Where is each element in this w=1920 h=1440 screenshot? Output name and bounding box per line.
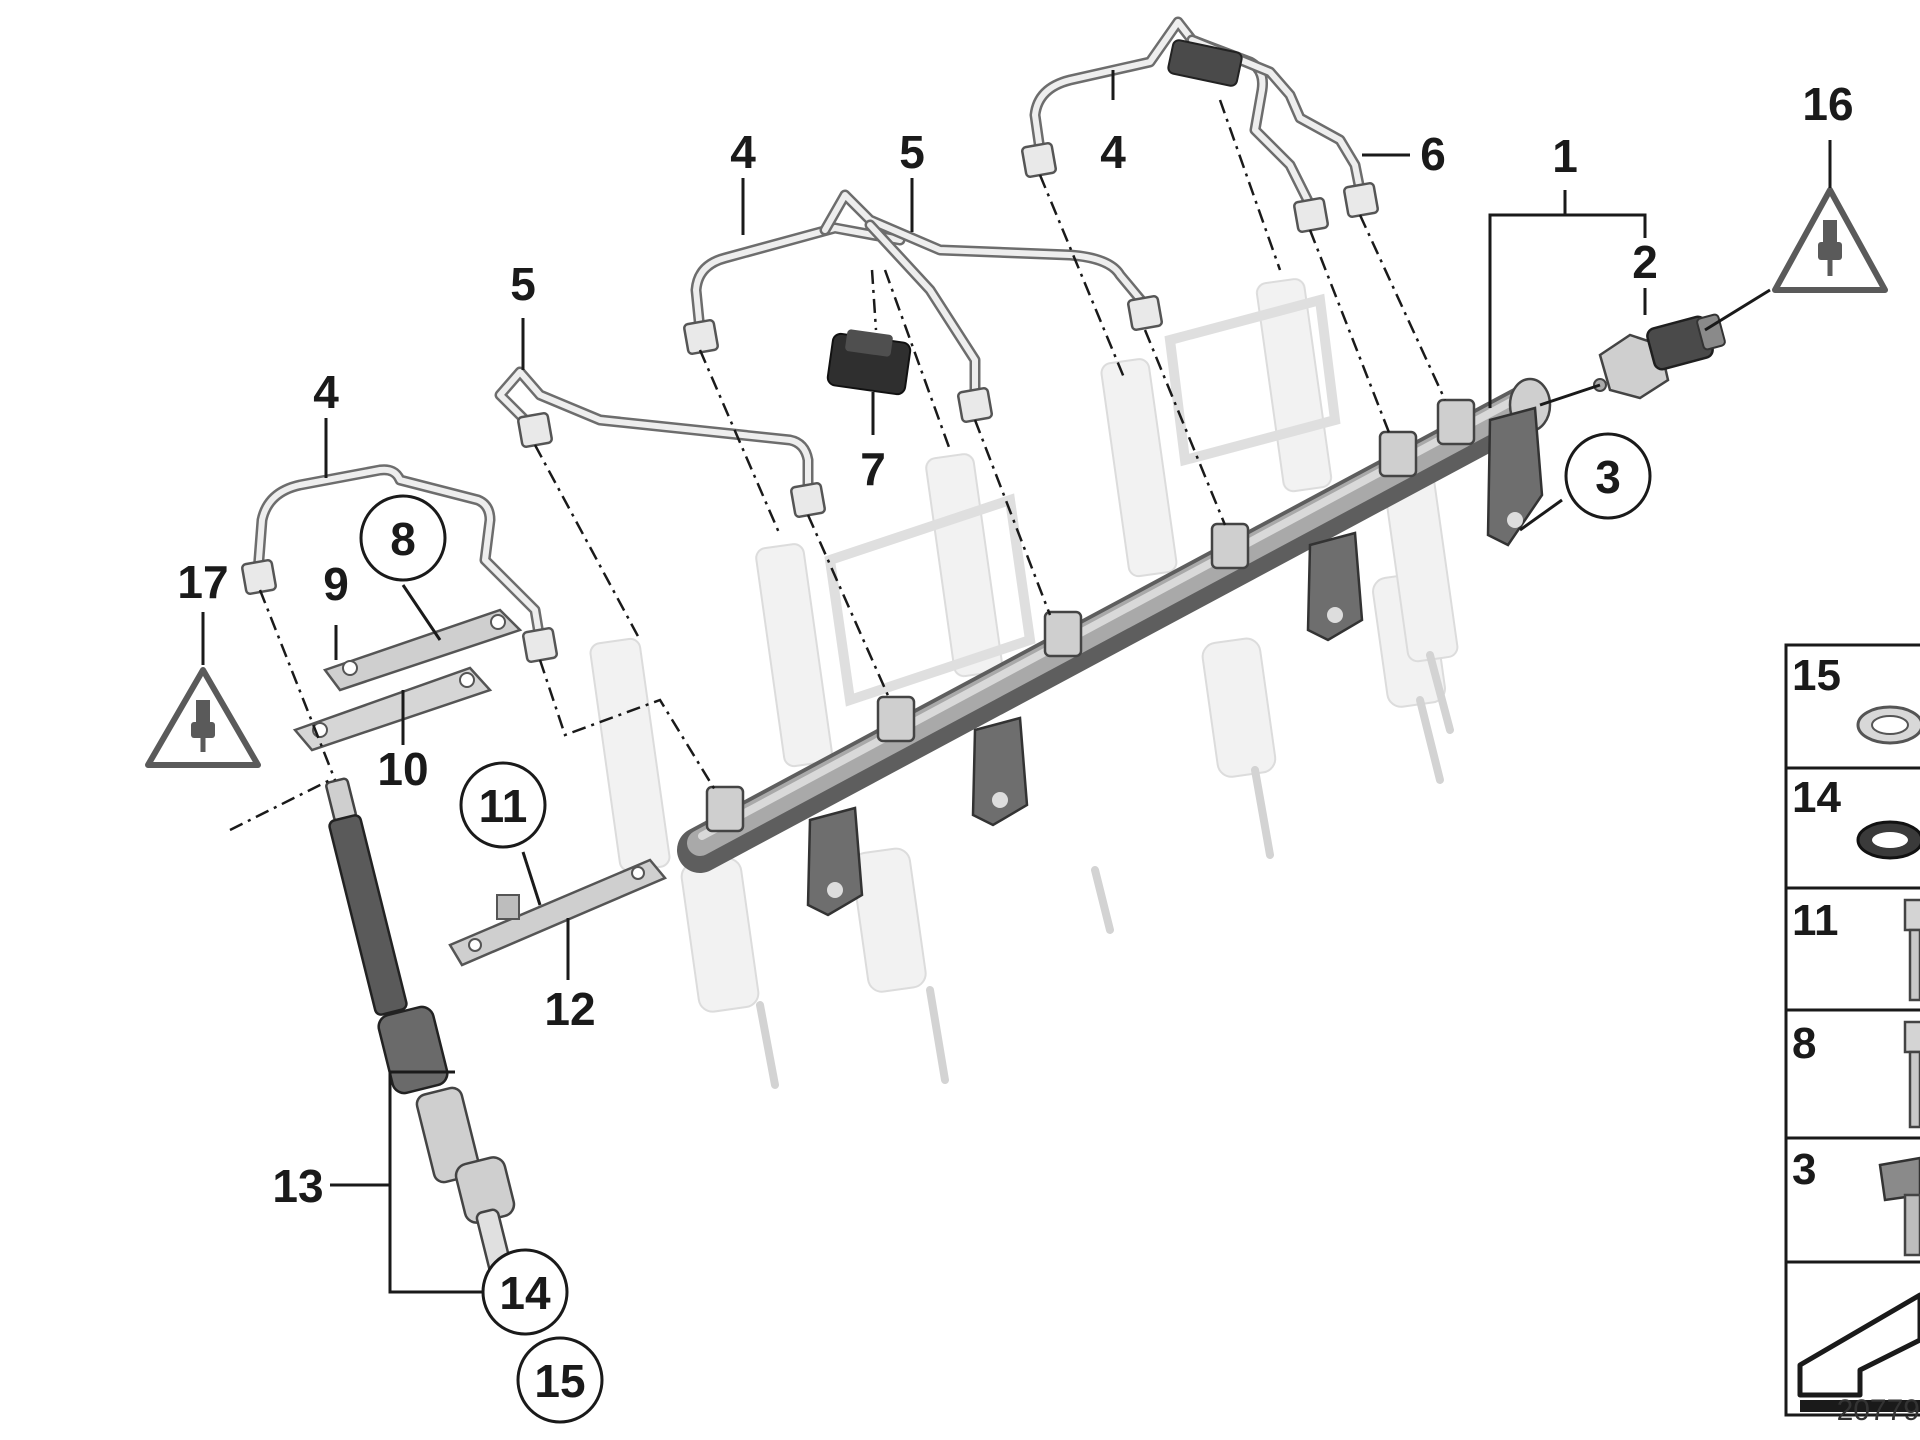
rail-fitting-6 <box>1436 398 1476 446</box>
callout-17: 17 <box>177 556 228 608</box>
warning-triangle-17 <box>145 612 261 768</box>
gaskets <box>292 608 668 967</box>
callout-14: 14 <box>499 1267 551 1319</box>
legend-label-11: 11 <box>1792 896 1839 945</box>
legend-row-15: 15 <box>1792 651 1920 745</box>
pipe-clamp-top <box>1167 39 1243 87</box>
callout-8: 8 <box>390 513 416 565</box>
ghost-injector-4 <box>1100 358 1277 859</box>
callout-13: 13 <box>272 1160 323 1212</box>
callout-9: 9 <box>323 558 349 610</box>
direction-arrow-icon <box>1797 1292 1920 1398</box>
callout-15-circle <box>516 1336 604 1424</box>
callout-16: 16 <box>1802 78 1853 130</box>
rail-fittings <box>705 398 1476 833</box>
rail-fitting-2 <box>876 695 916 743</box>
legend-stud-8 <box>1903 1020 1920 1054</box>
pressure-sensor-2 <box>1593 313 1726 400</box>
gasket-12 <box>448 858 668 967</box>
rail-fitting-4 <box>1210 522 1250 570</box>
legend-label-15: 15 <box>1792 651 1841 700</box>
callout-12: 12 <box>544 983 595 1035</box>
clamp-7 <box>826 269 912 396</box>
legend-label-14: 14 <box>1792 773 1841 822</box>
callout-4-middle: 4 <box>730 126 756 178</box>
callout-4-left: 4 <box>313 366 339 418</box>
leader-lines <box>324 70 1647 1294</box>
callout-5-middle: 5 <box>899 126 925 178</box>
pipe-4-left <box>252 464 546 646</box>
ghost-injector-1 <box>589 637 779 1089</box>
rail-bracket-1 <box>806 806 864 917</box>
callouts: 1 2 3 4 4 4 5 5 6 7 8 9 10 11 12 13 14 1… <box>177 78 1854 1424</box>
pipe-6 <box>1186 34 1366 196</box>
injector-13 <box>325 777 517 1292</box>
callout-2: 2 <box>1632 236 1658 288</box>
reference-number: 20779 <box>1837 1394 1920 1427</box>
callout-11: 11 <box>479 780 528 832</box>
pipe-5-middle <box>819 189 1151 401</box>
callout-14-circle <box>481 1248 569 1336</box>
legend-row-8: 8 <box>1792 1019 1920 1129</box>
rail-bracket-2 <box>971 716 1029 827</box>
callout-4-right: 4 <box>1100 126 1126 178</box>
rail-bracket-4 <box>1486 406 1544 547</box>
callout-8-circle <box>359 494 447 582</box>
callout-1: 1 <box>1552 130 1578 182</box>
legend-label-3: 3 <box>1792 1145 1816 1194</box>
gasket-9 <box>322 608 523 692</box>
legend-stud-11 <box>1903 898 1920 932</box>
legend-bolt-3 <box>1878 1156 1920 1202</box>
pipe-5-left <box>494 366 814 501</box>
legend-row-14: 14 <box>1792 773 1920 860</box>
rail-bracket-3 <box>1306 531 1364 642</box>
parts-legend: 15 14 11 8 3 <box>1784 643 1920 1417</box>
callout-10: 10 <box>377 743 428 795</box>
callout-11-circle <box>459 761 547 849</box>
rail-brackets <box>806 406 1544 917</box>
pipe-4-middle <box>690 222 906 336</box>
callout-15: 15 <box>534 1355 585 1407</box>
callout-5-left: 5 <box>510 258 536 310</box>
legend-row-11: 11 <box>1792 896 1920 1002</box>
rail-fitting-1 <box>705 785 745 833</box>
callout-7: 7 <box>860 443 886 495</box>
pipe-nuts <box>241 142 1379 663</box>
ghost-injectors <box>589 278 1459 1089</box>
rail-fitting-5 <box>1378 430 1418 478</box>
warning-triangle-16 <box>1704 140 1888 332</box>
callout-3-circle <box>1564 432 1652 520</box>
rail-fitting-3 <box>1043 610 1083 658</box>
dash-lines <box>229 99 1601 832</box>
legend-row-direction <box>1797 1292 1920 1412</box>
high-pressure-pipes <box>252 16 1366 646</box>
ghost-injector-3 <box>925 453 1114 934</box>
ghost-injector-2 <box>755 543 949 1084</box>
legend-row-3: 3 <box>1792 1145 1920 1257</box>
legend-label-8: 8 <box>1792 1019 1816 1068</box>
callout-3: 3 <box>1595 451 1621 503</box>
callout-6: 6 <box>1420 128 1446 180</box>
gasket-10 <box>292 666 493 752</box>
